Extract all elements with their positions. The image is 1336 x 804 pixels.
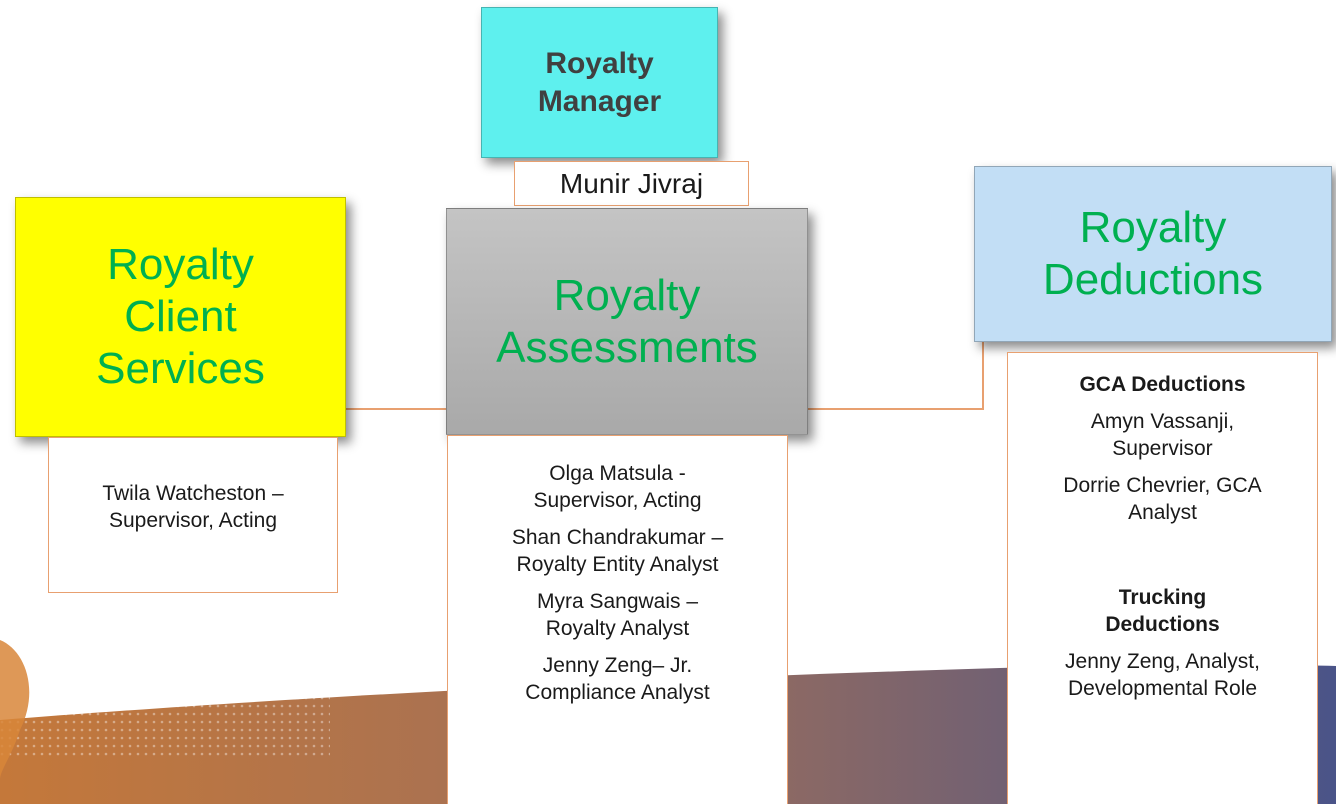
member-role: Royalty Analyst — [545, 617, 690, 640]
member-name: Amyn Vassanji, — [1090, 410, 1235, 433]
manager-name-box: Munir Jivraj — [514, 161, 749, 206]
member-line: Twila Watcheston – — [102, 482, 284, 505]
deductions-title-line2: Deductions — [1042, 255, 1264, 304]
manager-title-line1: Royalty — [545, 46, 654, 80]
manager-title-line2: Manager — [537, 84, 662, 118]
member-line: Supervisor, Acting — [108, 509, 278, 532]
assessments-title-line1: Royalty — [553, 270, 701, 320]
client-services-title-line2: Client — [124, 292, 237, 342]
manager-name: Munir Jivraj — [559, 167, 704, 199]
member-entry: Amyn Vassanji, Supervisor — [1008, 408, 1317, 462]
member-role: Royalty Entity Analyst — [516, 553, 719, 576]
trucking-deductions-heading: Trucking Deductions — [1008, 584, 1317, 638]
client-services-members: Twila Watcheston – Supervisor, Acting — [48, 437, 338, 593]
member-role: Compliance Analyst — [525, 681, 710, 704]
dotted-texture — [0, 638, 330, 760]
member-name: Dorrie Chevrier, GCA — [1063, 474, 1262, 497]
connector-assessments-to-deductions — [808, 408, 984, 410]
client-services-title-line3: Services — [96, 343, 265, 393]
member-role: Analyst — [1128, 501, 1197, 524]
assessments-members: Olga Matsula - Supervisor, Acting Shan C… — [447, 435, 788, 804]
client-services-title-line1: Royalty — [107, 240, 254, 290]
member-entry: Jenny Zeng– Jr. Compliance Analyst — [448, 652, 787, 706]
member-role: Supervisor — [1112, 437, 1213, 460]
assessments-title-line2: Assessments — [496, 322, 758, 372]
deductions-members: GCA Deductions Amyn Vassanji, Supervisor… — [1007, 352, 1318, 804]
member-entry: Myra Sangwais – Royalty Analyst — [448, 588, 787, 642]
connector-deductions-vertical — [982, 340, 984, 410]
member-name: Jenny Zeng– Jr. — [542, 654, 693, 677]
member-name: Shan Chandrakumar – — [511, 526, 724, 549]
member-role: Developmental Role — [1067, 677, 1258, 700]
manager-box: Royalty Manager — [481, 7, 718, 158]
member-role: Supervisor, Acting — [533, 489, 702, 512]
client-services-box: Royalty Client Services — [15, 197, 346, 437]
deductions-box: Royalty Deductions — [974, 166, 1332, 342]
member-entry: Shan Chandrakumar – Royalty Entity Analy… — [448, 524, 787, 578]
member-entry: Olga Matsula - Supervisor, Acting — [448, 460, 787, 514]
member-name: Jenny Zeng, Analyst, — [1065, 650, 1260, 673]
gca-deductions-heading: GCA Deductions — [1079, 373, 1246, 396]
spacer — [1008, 536, 1317, 584]
connector-client-to-assessments — [345, 408, 450, 410]
assessments-box: Royalty Assessments — [446, 208, 808, 435]
member-name: Myra Sangwais – — [536, 590, 699, 613]
member-entry: Jenny Zeng, Analyst, Developmental Role — [1008, 648, 1317, 702]
trucking-heading-line1: Trucking — [1118, 586, 1207, 609]
deductions-title-line1: Royalty — [1079, 203, 1227, 253]
member-name: Olga Matsula - — [549, 462, 686, 485]
orange-swirl — [0, 640, 30, 780]
member-entry: Dorrie Chevrier, GCA Analyst — [1008, 472, 1317, 526]
trucking-heading-line2: Deductions — [1105, 613, 1220, 636]
